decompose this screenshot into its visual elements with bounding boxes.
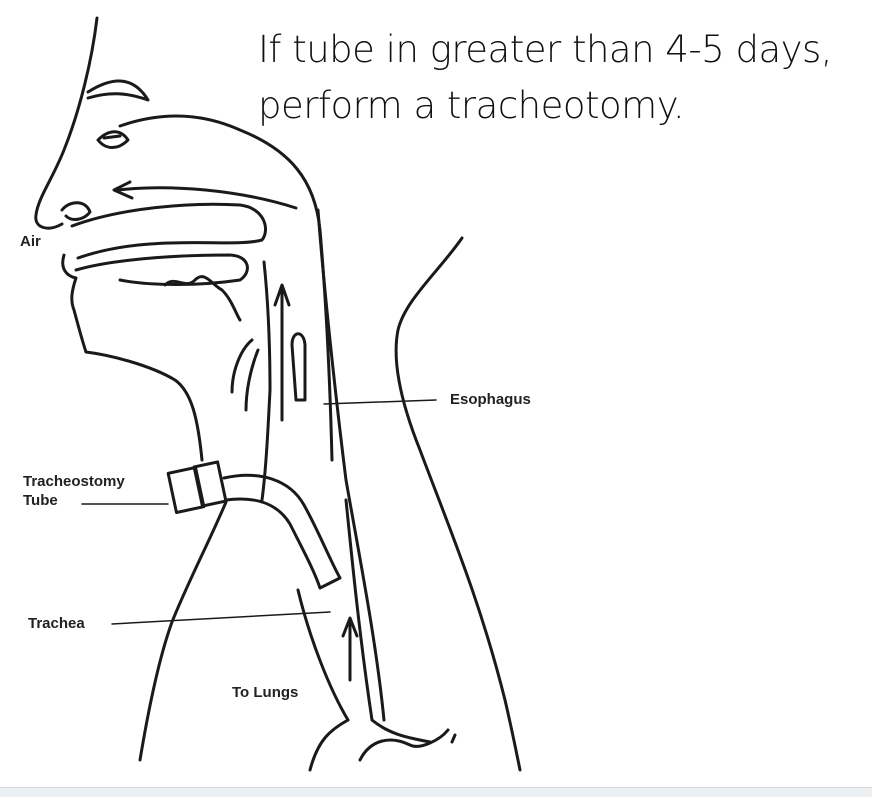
trach-flange-inner xyxy=(192,460,228,508)
bottom-bar xyxy=(0,787,872,797)
esophagus-wall xyxy=(316,208,386,722)
trachea-leader xyxy=(111,611,331,625)
label-trachea: Trachea xyxy=(28,615,85,632)
bronchi xyxy=(308,718,457,772)
label-air: Air xyxy=(20,233,41,250)
trachea-airflow-arrow xyxy=(341,616,359,682)
pharynx-wall xyxy=(260,260,272,502)
pharynx-airflow-arrow xyxy=(273,283,291,422)
label-to-lungs: To Lungs xyxy=(232,684,299,701)
tongue xyxy=(163,275,242,322)
label-tracheostomy-tube: Tracheostomy Tube xyxy=(23,473,125,509)
nasal-cavity-top xyxy=(118,114,334,462)
esophagus-leader xyxy=(323,399,437,405)
palate-lower xyxy=(74,253,249,286)
nostril xyxy=(60,201,92,221)
trach-tube xyxy=(222,473,342,590)
slide-title: If tube in greater than 4-5 days, perfor… xyxy=(258,22,858,134)
larynx xyxy=(230,338,260,412)
neck-front xyxy=(138,500,228,762)
title-line-2: perform a tracheotomy. xyxy=(258,84,685,127)
eye xyxy=(96,130,130,149)
trachea-wall xyxy=(296,498,374,722)
neck-back xyxy=(394,236,522,772)
title-line-1: If tube in greater than 4-5 days, xyxy=(258,28,833,71)
esophagus-tube xyxy=(290,332,307,402)
nasal-airflow-arrow xyxy=(112,180,298,210)
label-esophagus: Esophagus xyxy=(450,391,531,408)
face-profile xyxy=(34,16,204,462)
palate-upper xyxy=(70,202,267,260)
eyebrow xyxy=(86,79,150,102)
